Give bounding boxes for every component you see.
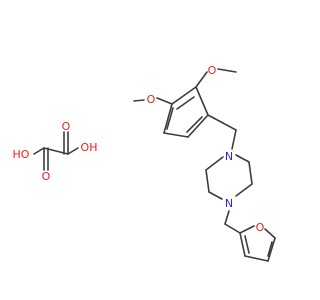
structure-diagram: O O N N O O O HO OH <box>13 64 276 262</box>
bond <box>176 96 195 110</box>
bonds <box>33 68 276 262</box>
bond <box>187 114 209 138</box>
atom-o-oxalic-carbonyl-1: O <box>42 170 51 183</box>
bond <box>67 147 79 155</box>
bond <box>163 103 173 134</box>
bond <box>205 169 210 193</box>
bond <box>267 237 276 262</box>
bond <box>224 210 230 225</box>
bond <box>171 86 197 105</box>
atom-n-piperazine-4: N <box>225 197 233 210</box>
bond <box>264 228 276 239</box>
bond <box>239 232 246 257</box>
atom-o-furan: O <box>256 221 265 234</box>
bond <box>156 97 173 105</box>
bond <box>239 225 255 234</box>
bond <box>33 147 45 155</box>
bond <box>235 183 253 197</box>
atom-n-piperazine-1: N <box>225 150 233 163</box>
bond <box>224 223 241 234</box>
atom-oh-oxalic-2: OH <box>81 141 98 154</box>
bond <box>133 99 145 102</box>
bond <box>231 129 237 150</box>
bond <box>208 191 223 200</box>
bond <box>267 241 273 257</box>
atom-oh-oxalic-1: HO <box>13 148 30 161</box>
bond <box>217 68 237 73</box>
bond <box>205 156 224 171</box>
atom-labels: O O N N O O O HO OH <box>13 64 265 234</box>
bond <box>244 255 269 262</box>
atom-o-methoxy: O <box>147 93 156 106</box>
bond <box>207 114 237 131</box>
bond <box>186 116 203 133</box>
bond <box>166 107 174 130</box>
bond <box>248 161 253 185</box>
bond <box>235 154 250 163</box>
bond <box>195 86 209 116</box>
bond <box>195 71 208 88</box>
bond <box>163 132 189 138</box>
atom-o-ethoxy: O <box>208 64 217 77</box>
bond <box>244 235 250 254</box>
atom-o-oxalic-carbonyl-2: O <box>62 120 71 133</box>
